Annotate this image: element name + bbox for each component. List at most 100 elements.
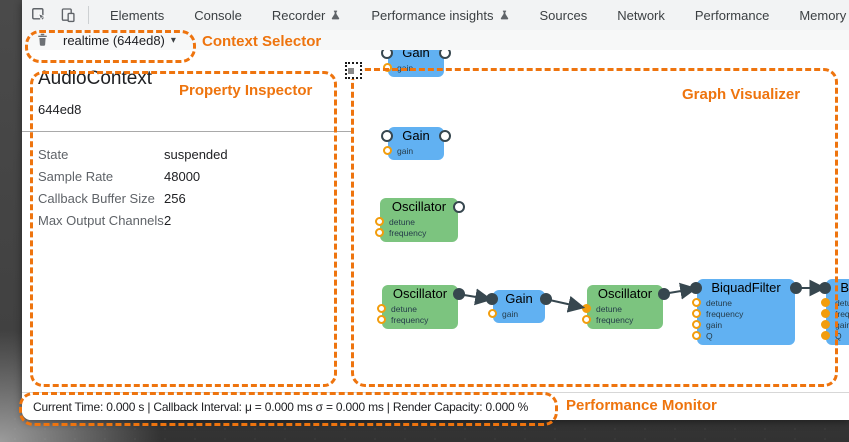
param-name: frequency: [706, 308, 744, 319]
node-title: BiquadFilter: [840, 280, 849, 295]
tab-performance[interactable]: Performance: [680, 0, 784, 30]
property-label: Sample Rate: [38, 168, 114, 184]
property-value: 256: [164, 190, 186, 206]
tab-performance-insights[interactable]: Performance insights: [356, 0, 524, 30]
node-title: Gain: [402, 50, 430, 60]
param-port-icon: [821, 331, 830, 340]
param-port-icon: [692, 309, 701, 318]
param-name: detune: [391, 303, 417, 314]
param-port-icon: [383, 146, 392, 155]
inspect-cursor-icon: [32, 8, 47, 22]
tab-recorder[interactable]: Recorder: [257, 0, 356, 30]
tab-bar-separator: [88, 6, 89, 24]
node-param-row: gain: [821, 319, 849, 330]
param-port-icon: [375, 217, 384, 226]
param-name: frequency: [596, 314, 634, 325]
node-param-row: detune: [582, 303, 663, 314]
webaudio-toolbar: realtime (644ed8) ▾: [22, 30, 849, 51]
node-param-row: gain: [692, 319, 795, 330]
output-port-icon: [540, 293, 552, 305]
context-selector-dropdown[interactable]: realtime (644ed8) ▾: [63, 33, 176, 48]
node-param-row: frequency: [375, 227, 458, 238]
input-port-icon: [690, 282, 702, 294]
param-name: gain: [502, 308, 519, 319]
output-port-icon: [439, 50, 451, 59]
param-port-icon: [488, 309, 497, 318]
tab-elements[interactable]: Elements: [95, 0, 179, 30]
output-port-icon: [658, 288, 670, 300]
param-name: gain: [397, 145, 414, 156]
tab-memory[interactable]: Memory: [784, 0, 849, 30]
tab-label: Sources: [539, 7, 588, 23]
param-port-icon: [821, 298, 830, 307]
output-port-icon: [453, 288, 465, 300]
tab-label: Network: [617, 7, 665, 23]
inspector-divider: [22, 131, 352, 132]
delete-context-button[interactable]: [36, 33, 49, 47]
context-selector-value: realtime (644ed8): [63, 32, 165, 48]
property-value: 2: [164, 212, 172, 228]
param-name: frequency: [835, 308, 849, 319]
performance-status-text: Current Time: 0.000 s | Callback Interva…: [33, 400, 529, 414]
param-name: detune: [706, 297, 732, 308]
property-label: Callback Buffer Size: [38, 190, 155, 206]
node-title: Oscillator: [391, 199, 447, 214]
trash-icon: [38, 33, 47, 46]
context-type-title: AudioContext: [38, 68, 153, 89]
tab-console[interactable]: Console: [179, 0, 257, 30]
param-port-icon: [377, 304, 386, 313]
tab-network[interactable]: Network: [602, 0, 680, 30]
property-row: Callback Buffer Size 256: [38, 187, 338, 209]
param-name: detune: [835, 297, 849, 308]
param-name: detune: [596, 303, 622, 314]
property-value: suspended: [164, 146, 228, 162]
device-toolbar-button[interactable]: [56, 3, 80, 27]
output-port-icon: [439, 130, 451, 142]
node-param-row: detune: [375, 216, 458, 227]
output-port-icon: [453, 201, 465, 213]
chevron-down-icon: ▾: [170, 34, 176, 46]
input-port-icon: [819, 282, 831, 294]
param-port-icon: [383, 63, 392, 72]
tab-label: Performance insights: [371, 7, 494, 23]
output-port-icon: [790, 282, 802, 294]
node-title: Gain: [402, 128, 430, 143]
node-param-row: detune: [377, 303, 458, 314]
param-name: Q: [706, 330, 713, 341]
node-param-row: detune: [821, 297, 849, 308]
param-port-icon: [582, 304, 591, 313]
node-param-row: gain: [488, 308, 545, 319]
param-name: gain: [397, 62, 414, 73]
property-value: 48000: [164, 168, 201, 184]
param-name: gain: [835, 319, 849, 330]
node-param-row: Q: [821, 330, 849, 341]
param-name: Q: [835, 330, 842, 341]
param-port-icon: [692, 320, 701, 329]
node-title: Oscillator: [597, 286, 653, 301]
node-param-row: frequency: [692, 308, 795, 319]
property-row: Sample Rate 48000: [38, 165, 338, 187]
node-param-row: frequency: [377, 314, 458, 325]
tab-label: Performance: [694, 7, 770, 23]
tab-sources[interactable]: Sources: [525, 0, 603, 30]
node-param-row: frequency: [582, 314, 663, 325]
param-name: gain: [706, 319, 723, 330]
param-port-icon: [821, 309, 830, 318]
inspect-element-button[interactable]: [27, 3, 51, 27]
node-title: Oscillator: [392, 286, 448, 301]
param-port-icon: [375, 228, 384, 237]
node-param-row: frequency: [821, 308, 849, 319]
device-toolbar-icon: [61, 8, 75, 23]
node-title: BiquadFilter: [711, 280, 781, 295]
context-id: 644ed8: [38, 102, 82, 117]
param-port-icon: [692, 331, 701, 340]
param-name: frequency: [389, 227, 427, 238]
